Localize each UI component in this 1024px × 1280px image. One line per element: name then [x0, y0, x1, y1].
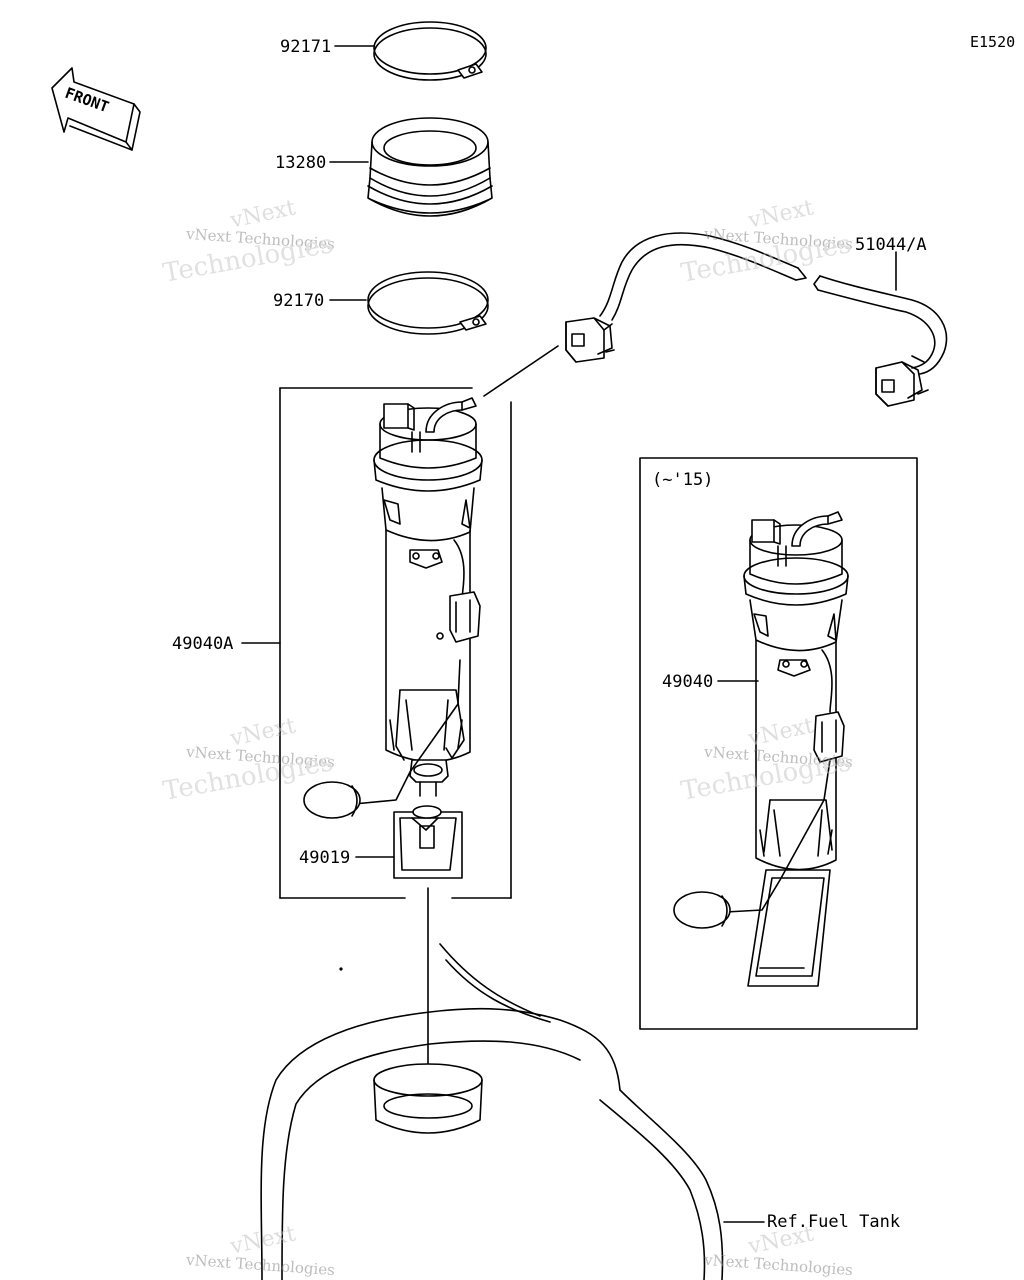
part-number-51044a: 51044/A [855, 235, 927, 255]
part-number-49040a: 49040A [172, 634, 234, 654]
part-number-92170: 92170 [273, 291, 325, 311]
speck [339, 967, 343, 971]
part-number-49019: 49019 [299, 848, 351, 868]
variant-note: (~'15) [652, 470, 714, 490]
hose-pointer-line [483, 345, 559, 397]
front-arrow-icon: FRONT [51, 67, 141, 151]
ref-fuel-tank-label: Ref.Fuel Tank [767, 1212, 901, 1232]
clamp-bottom [367, 271, 489, 335]
diagram-code: E1520 [970, 33, 1016, 51]
grommet [367, 117, 493, 217]
part-number-92171: 92171 [280, 37, 332, 57]
pump-assembly-box-b [639, 457, 918, 1030]
fuel-hose [565, 232, 948, 407]
fuel-tank [260, 943, 724, 1280]
part-number-13280: 13280 [275, 153, 327, 173]
fuel-pump-b [673, 511, 849, 987]
fuel-pump-a [303, 397, 483, 819]
clamp-top [373, 21, 487, 81]
fuel-filter [393, 805, 463, 879]
part-number-49040: 49040 [662, 672, 714, 692]
